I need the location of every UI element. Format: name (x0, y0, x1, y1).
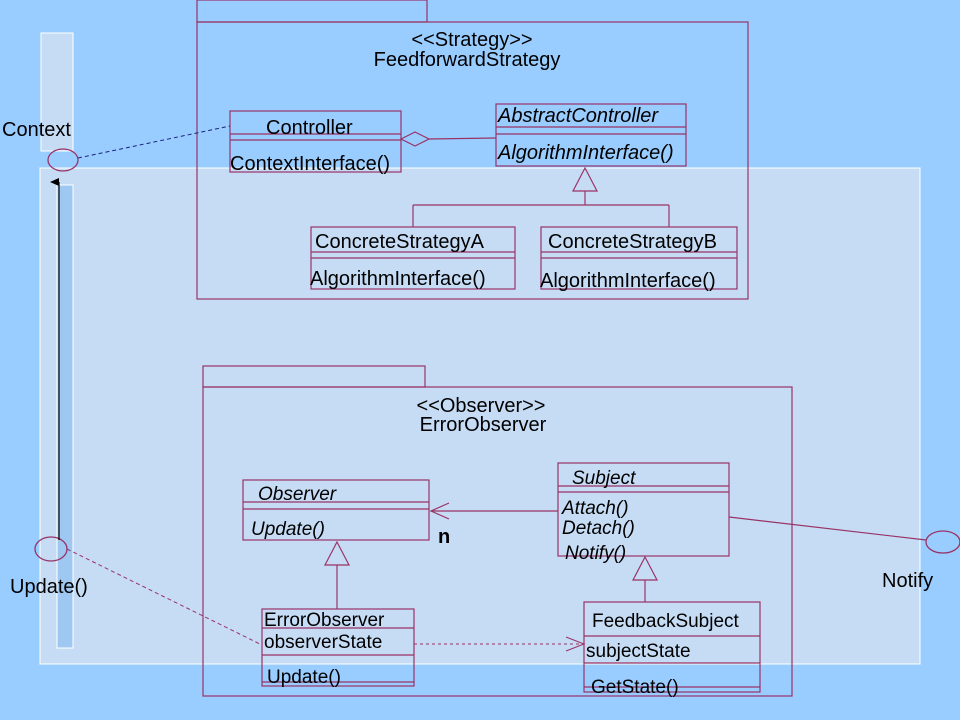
subject-op-notify: Notify() (565, 543, 626, 564)
observer-package-body (202, 386, 793, 697)
error-observer-operation: Update() (267, 667, 341, 688)
notify-label: Notify (882, 570, 933, 592)
aggregation-link (399, 131, 497, 147)
error-observer-class: ErrorObserver observerState Update() (261, 608, 415, 688)
multiplicity-label: n (438, 526, 450, 548)
abstract-controller-class: AbstractController AlgorithmInterface() (495, 103, 687, 167)
subject-to-notify-link (728, 516, 927, 541)
concrete-strategy-b-class: ConcreteStrategyB AlgorithmInterface() (540, 226, 738, 292)
feedback-subject-name: FeedbackSubject (592, 611, 740, 632)
feedback-subject-operation: GetState() (591, 677, 679, 698)
subject-class-name: Subject (572, 468, 636, 489)
context-label: Context (2, 119, 71, 141)
concrete-b-operation: AlgorithmInterface() (540, 270, 716, 292)
feedback-subject-class: FeedbackSubject subjectState GetState() (583, 601, 761, 698)
observer-class: Observer Update() (242, 479, 430, 541)
subject-generalization (632, 555, 658, 602)
error-observer-attribute: observerState (264, 632, 382, 653)
strategy-generalization (412, 166, 670, 227)
notify-port (925, 530, 960, 554)
concrete-strategy-a-class: ConcreteStrategyA AlgorithmInterface() (310, 226, 516, 290)
state-dependency (414, 636, 586, 652)
subject-op-attach: Attach() (561, 498, 629, 519)
concrete-a-name: ConcreteStrategyA (315, 231, 485, 253)
observer-zone-panel (39, 167, 921, 665)
controller-class: Controller ContextInterface() (229, 110, 402, 175)
feedback-subject-attribute: subjectState (586, 641, 691, 662)
controller-operation: ContextInterface() (230, 153, 390, 175)
strategy-stereotype: <<Strategy>> (411, 29, 532, 51)
context-port (47, 148, 79, 172)
abstract-controller-name: AbstractController (497, 105, 659, 127)
update-to-error-observer-link (66, 548, 263, 646)
context-lifeline-upper (40, 32, 74, 152)
strategy-package: <<Strategy>> FeedforwardStrategy (196, 0, 749, 300)
observer-package-name: ErrorObserver (420, 414, 547, 436)
strategy-package-tab (196, 0, 428, 23)
context-lifeline-lower (56, 184, 74, 649)
abstract-controller-operation: AlgorithmInterface() (497, 142, 674, 164)
concrete-a-operation: AlgorithmInterface() (310, 268, 486, 290)
error-observer-name: ErrorObserver (264, 610, 385, 631)
observer-package: <<Observer>> ErrorObserver (202, 365, 793, 697)
concrete-b-name: ConcreteStrategyB (548, 231, 717, 253)
observer-class-name: Observer (258, 484, 337, 505)
subject-observer-association: n (429, 502, 558, 548)
update-label: Update() (10, 576, 88, 598)
strategy-package-name: FeedforwardStrategy (374, 49, 561, 71)
context-to-controller-link (77, 125, 231, 159)
observer-class-operation: Update() (251, 519, 325, 540)
observer-stereotype: <<Observer>> (417, 395, 546, 417)
observer-generalization (324, 540, 350, 609)
strategy-package-body (196, 21, 749, 300)
subject-op-detach: Detach() (562, 518, 635, 539)
controller-name: Controller (266, 117, 353, 139)
subject-class: Subject Attach() Detach() Notify() (557, 462, 730, 564)
